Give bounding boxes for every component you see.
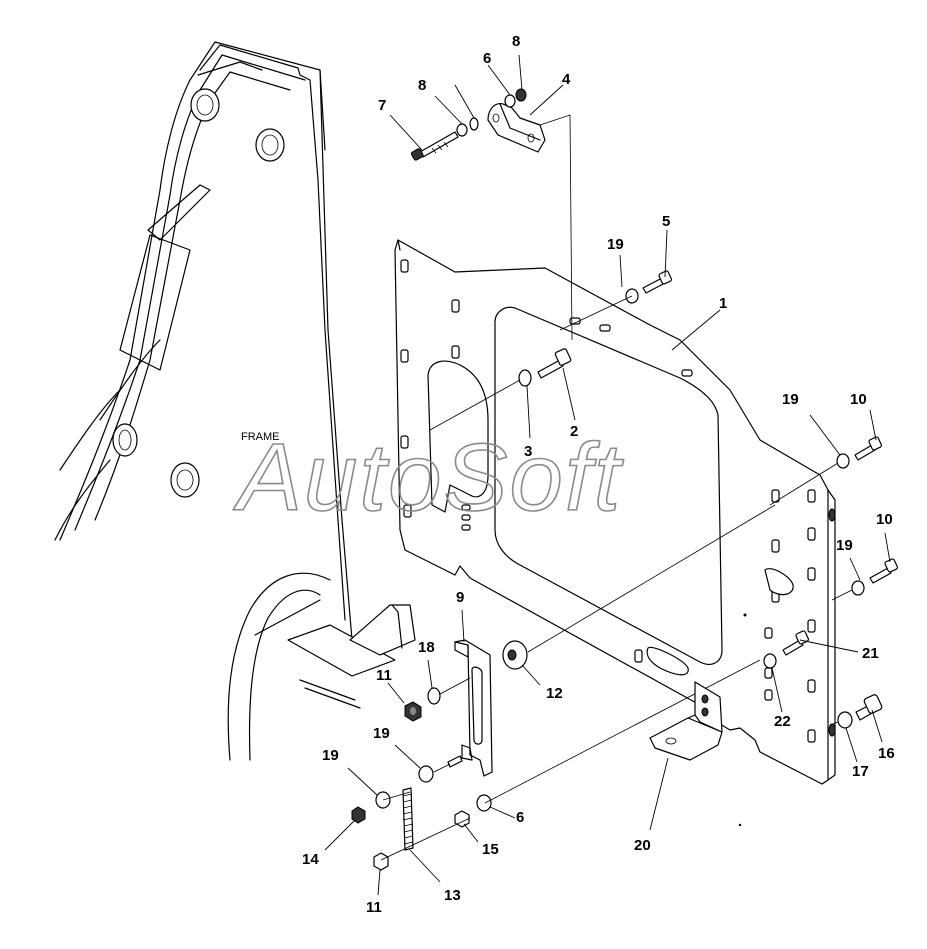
callout-11-upper: 11	[376, 667, 392, 684]
callout-19-top: 19	[607, 236, 624, 253]
callout-18: 18	[418, 639, 435, 656]
callout-10-top: 10	[850, 391, 867, 408]
callout-9: 9	[456, 589, 464, 606]
callout-6-bottom: 6	[516, 809, 524, 826]
callout-8-top: 8	[512, 33, 520, 50]
frame-structure	[54, 41, 416, 761]
hardware-right	[429, 270, 899, 729]
callout-11-lower: 11	[366, 899, 382, 916]
callout-13: 13	[444, 887, 461, 904]
frame-label: FRAME	[241, 431, 280, 443]
callout-8-left: 8	[418, 77, 426, 94]
callout-1: 1	[719, 295, 727, 312]
callout-19-right: 19	[782, 391, 799, 408]
hardware-lower	[351, 659, 761, 871]
mounting-plate	[394, 239, 836, 827]
callout-16: 16	[878, 745, 895, 762]
callout-6-top-right: 6	[483, 50, 491, 67]
callout-14: 14	[302, 851, 319, 868]
callout-2: 2	[570, 423, 578, 440]
callout-19-lower: 19	[322, 747, 339, 764]
callout-numbers: 1 2 3 4 5 6 6 7 8 8 9 10 10 11 11 12 13 …	[302, 33, 895, 916]
callout-19-clip: 19	[373, 725, 390, 742]
callout-22: 22	[774, 713, 791, 730]
callout-17: 17	[852, 763, 869, 780]
callout-7: 7	[378, 97, 386, 114]
watermark: AutoSoft	[233, 424, 624, 531]
callout-leaders	[324, 54, 891, 896]
callout-20: 20	[634, 837, 651, 854]
angle-bracket	[649, 681, 723, 761]
callout-19-mid: 19	[836, 537, 853, 554]
top-bracket-group	[410, 88, 573, 341]
callout-4: 4	[562, 71, 571, 88]
callout-12: 12	[546, 685, 563, 702]
callout-3: 3	[524, 443, 532, 460]
callout-21: 21	[862, 645, 879, 662]
callout-10-lower: 10	[876, 511, 893, 528]
clip-group	[404, 504, 776, 783]
callout-15: 15	[482, 841, 499, 858]
callout-5: 5	[662, 213, 670, 230]
